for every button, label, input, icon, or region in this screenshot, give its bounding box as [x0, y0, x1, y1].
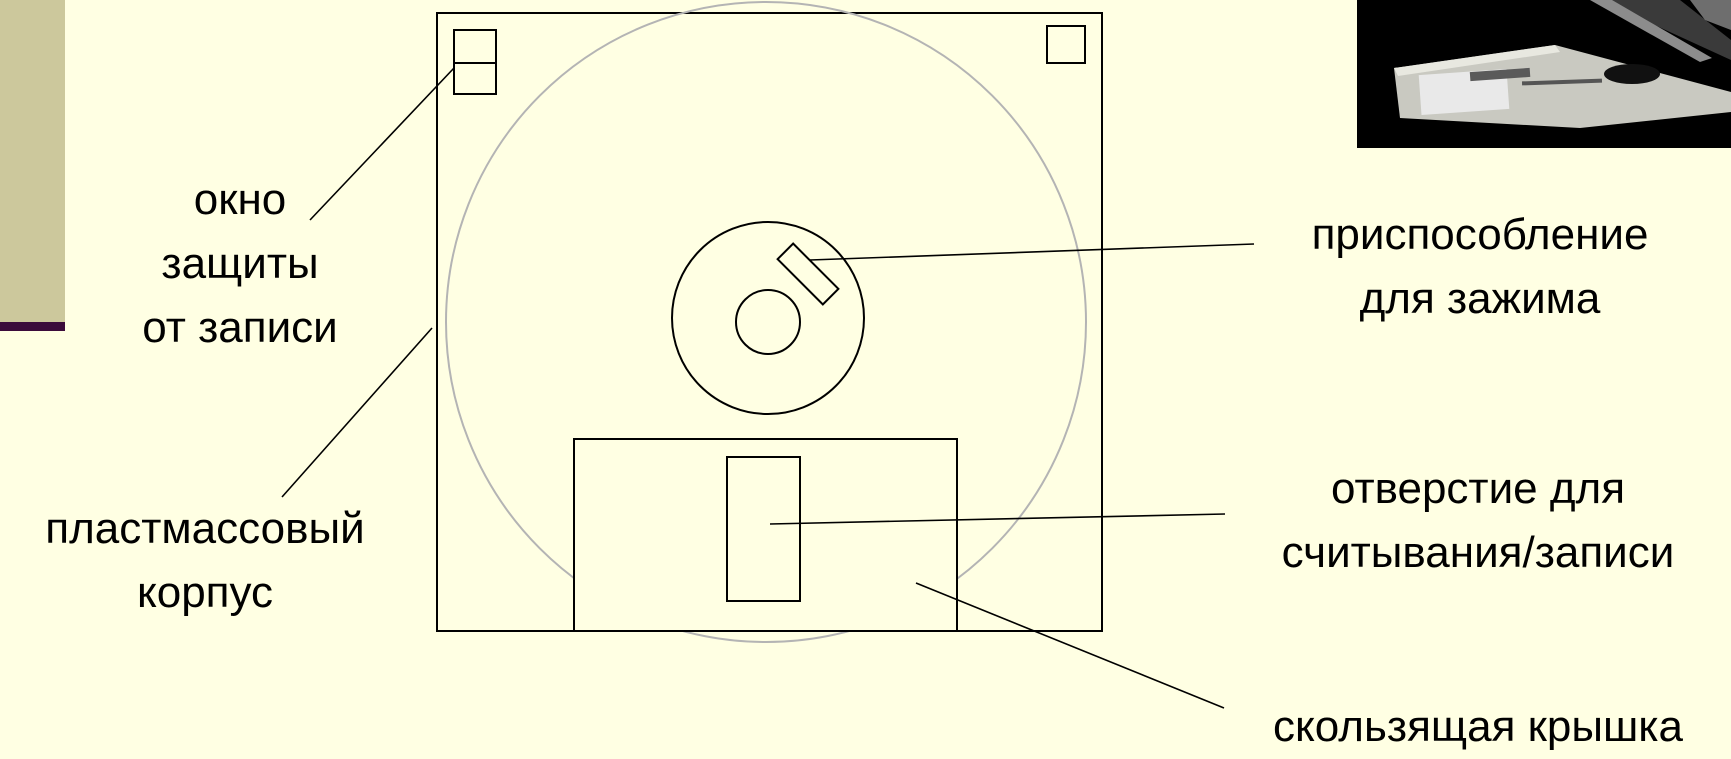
pointer-shutter [916, 583, 1224, 708]
sidebar-divider [0, 322, 65, 331]
label-read-write-hole-line2: считывания/записи [1225, 521, 1731, 585]
label-clamp-line2: для зажима [1250, 267, 1710, 331]
pointer-clamp [810, 244, 1254, 260]
label-write-protect-line2: защиты [100, 232, 380, 296]
label-read-write-hole: отверстие для считывания/записи [1225, 457, 1731, 585]
sliding-shutter [574, 439, 957, 631]
label-sliding-shutter-line1: скользящая крышка [1225, 695, 1731, 759]
label-plastic-case-line2: корпус [0, 561, 410, 625]
label-write-protect-line3: от записи [100, 296, 380, 360]
label-sliding-shutter: скользящая крышка [1225, 695, 1731, 759]
spindle-hole [736, 290, 800, 354]
label-write-protect-line1: окно [100, 168, 380, 232]
hub-outline [672, 222, 864, 414]
floppy-disk-photo [1357, 0, 1731, 148]
sidebar-accent [0, 0, 65, 322]
label-clamp: приспособление для зажима [1250, 203, 1710, 331]
write-protect-window-top [454, 30, 496, 63]
label-plastic-case-line1: пластмассовый [0, 497, 410, 561]
label-plastic-case: пластмассовый корпус [0, 497, 410, 625]
label-read-write-hole-line1: отверстие для [1225, 457, 1731, 521]
corner-hole [1047, 26, 1085, 63]
label-clamp-line1: приспособление [1250, 203, 1710, 267]
write-protect-window-bottom [454, 63, 496, 94]
label-write-protect-window: окно защиты от записи [100, 168, 380, 360]
